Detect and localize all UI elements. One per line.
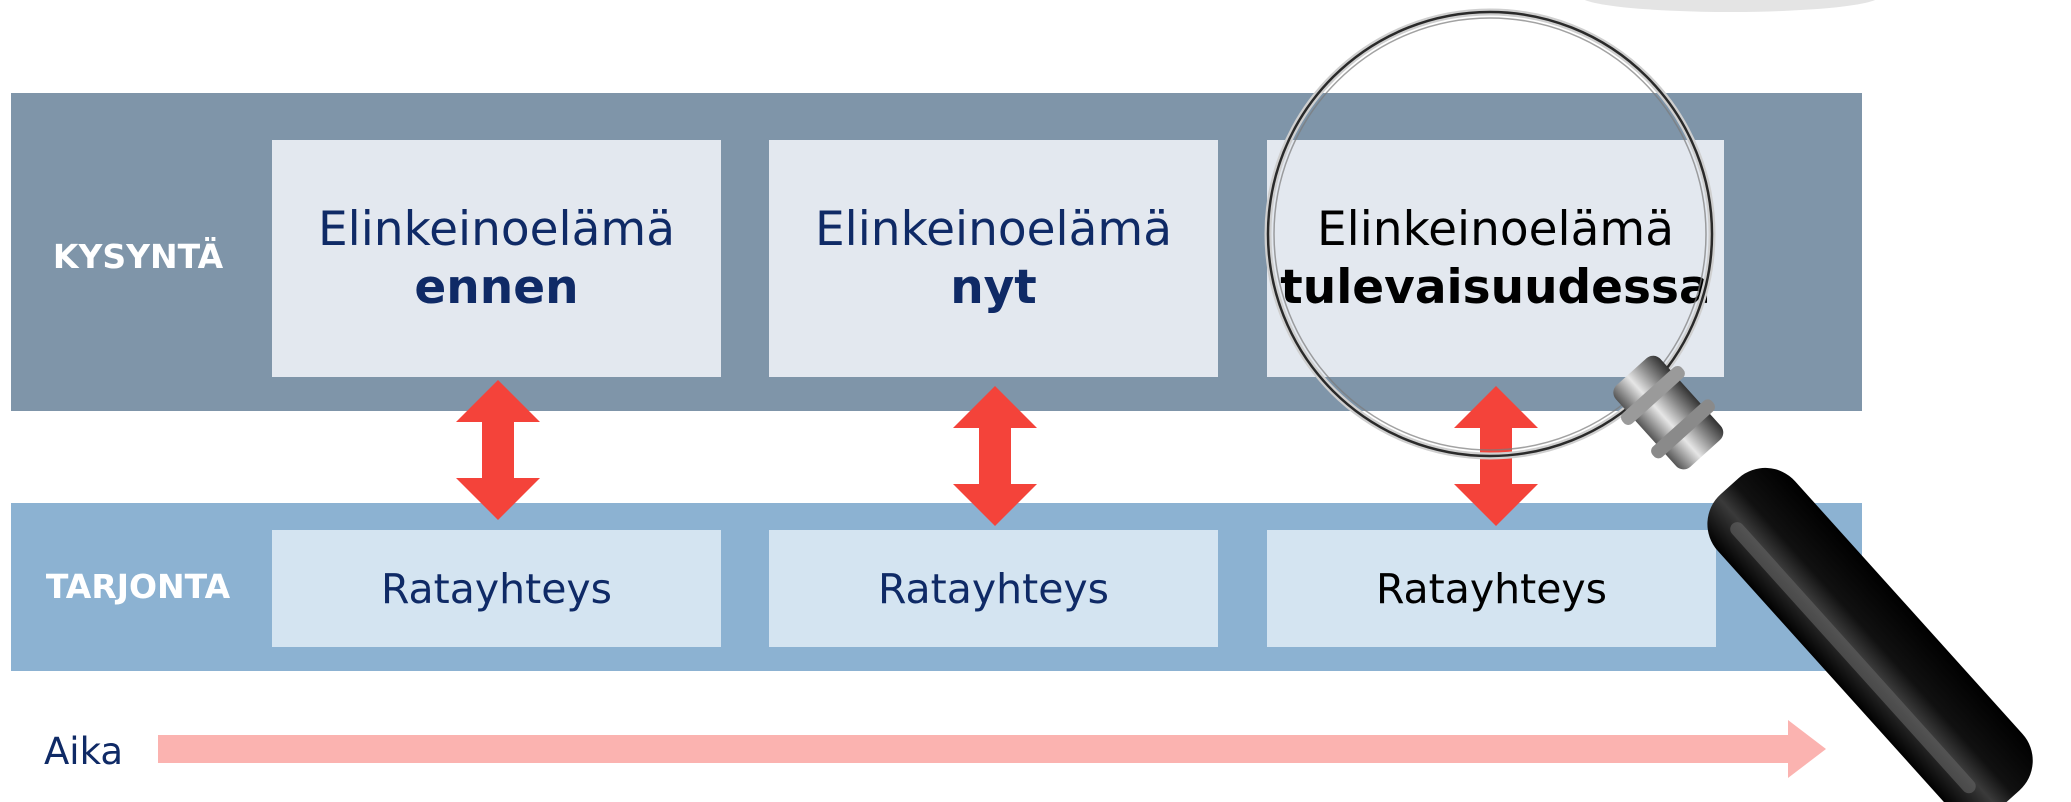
time-arrow-icon — [158, 720, 1826, 778]
demand-box-present: Elinkeinoelämä nyt — [769, 140, 1218, 377]
supply-box-past: Ratayhteys — [272, 530, 721, 647]
demand-row-label: KYSYNTÄ — [52, 237, 224, 276]
demand-box-present-title: Elinkeinoelämä — [814, 201, 1173, 257]
supply-box-future: Ratayhteys — [1267, 530, 1716, 647]
double-arrow-icon — [953, 386, 1037, 526]
double-arrow-icon — [1454, 386, 1538, 526]
supply-box-present: Ratayhteys — [769, 530, 1218, 647]
demand-box-past-title: Elinkeinoelämä — [317, 201, 676, 257]
time-label: Aika — [44, 730, 124, 773]
supply-box-past-label: Ratayhteys — [380, 564, 613, 613]
supply-row-label: TARJONTA — [45, 567, 231, 606]
supply-box-present-label: Ratayhteys — [877, 564, 1110, 613]
double-arrow-icon — [456, 380, 540, 520]
demand-box-future-period: tulevaisuudessa — [1280, 259, 1711, 315]
supply-box-future-label: Ratayhteys — [1375, 564, 1608, 613]
demand-box-future: Elinkeinoelämä tulevaisuudessa — [1267, 140, 1724, 377]
demand-box-past-period: ennen — [414, 259, 579, 315]
demand-box-future-title: Elinkeinoelämä — [1316, 201, 1675, 257]
demand-box-past: Elinkeinoelämä ennen — [272, 140, 721, 377]
demand-box-present-period: nyt — [950, 259, 1037, 315]
